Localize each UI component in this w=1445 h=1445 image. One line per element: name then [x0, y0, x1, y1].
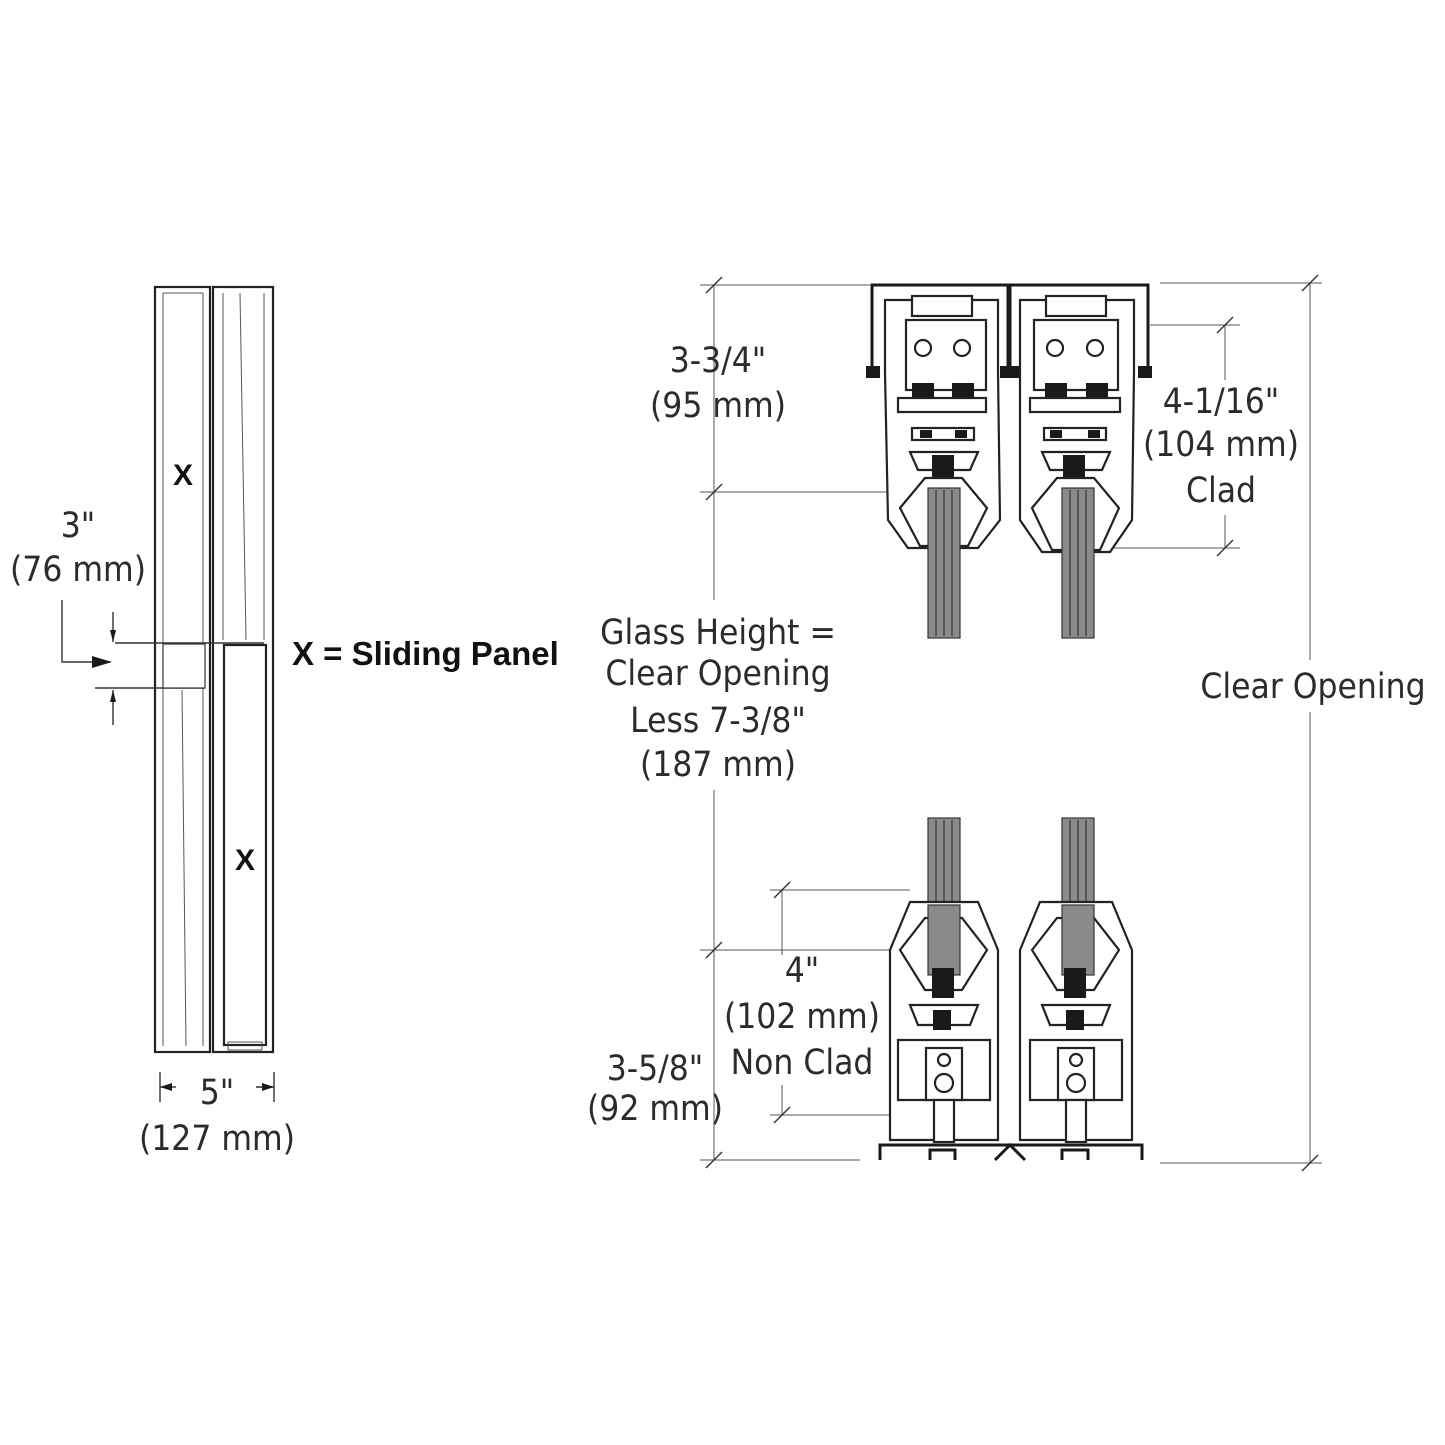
bottom-roller-right [1018, 817, 1134, 1144]
top-roller-left [883, 294, 1002, 639]
non-clad-label: Non Clad [731, 1043, 874, 1083]
clear-opening-label: Clear Opening [1200, 667, 1425, 707]
clad-dim-metric: (104 mm) [1143, 425, 1299, 465]
bottom-roller-left [888, 817, 1000, 1144]
glass-height-line-4: (187 mm) [640, 745, 796, 785]
non-clad-dim-metric: (102 mm) [724, 997, 880, 1037]
top-roller-right [1018, 294, 1136, 639]
bottom-track-dim-metric: (92 mm) [587, 1089, 723, 1129]
left-dimension-line [700, 276, 890, 1169]
glass-height-line-2: Clear Opening [605, 654, 830, 694]
top-track-dim-metric: (95 mm) [650, 386, 786, 426]
side-view: X X 3" (76 mm) 5" (127 mm) X = Sliding P… [10, 285, 559, 1159]
clad-label: Clad [1186, 471, 1256, 511]
overlap-dimension [61, 600, 116, 725]
width-dimension [159, 1072, 275, 1102]
bottom-track-dim-imperial: 3-5/8" [607, 1049, 704, 1089]
bottom-track [878, 1142, 1144, 1162]
top-track-dim-imperial: 3-3/4" [670, 341, 767, 381]
clad-dim-imperial: 4-1/16" [1163, 382, 1280, 422]
clear-opening-dimension [1160, 274, 1322, 1172]
panel-mark-top: X [173, 459, 193, 492]
clad-dimension [1100, 316, 1240, 557]
width-dim-imperial: 5" [200, 1073, 235, 1113]
non-clad-dimension [770, 881, 910, 1124]
glass-height-line-3: Less 7-3/8" [630, 701, 806, 741]
panel-mark-bottom: X [235, 844, 255, 877]
front-panel [211, 285, 275, 1054]
top-track [866, 283, 1152, 378]
overlap-dim-metric: (76 mm) [10, 550, 146, 590]
width-dim-metric: (127 mm) [139, 1119, 295, 1159]
non-clad-dim-imperial: 4" [785, 951, 820, 991]
glass-height-line-1: Glass Height = [600, 613, 836, 653]
section-view: 3-3/4" (95 mm) 4-1/16" (104 mm) Clad Gla… [587, 274, 1426, 1172]
overlap-dim-imperial: 3" [61, 506, 96, 546]
sliding-panel-legend: X = Sliding Panel [292, 635, 559, 672]
